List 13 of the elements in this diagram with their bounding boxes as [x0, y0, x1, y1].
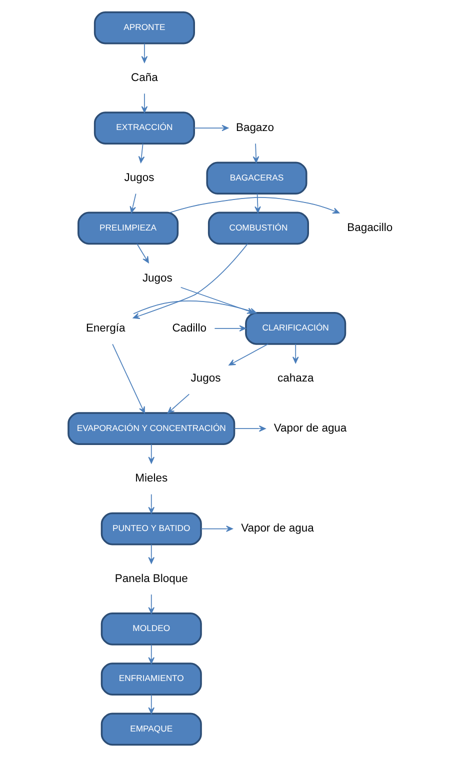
node-text: Jugos [124, 172, 154, 184]
node-text: Caña [130, 72, 158, 84]
node-text: cahaza [277, 372, 314, 384]
node-text: Mieles [134, 472, 168, 485]
node-text: Vapor de agua [240, 522, 314, 535]
node-text: Panela Bloque [114, 572, 188, 585]
node-text: Jugos [142, 272, 172, 284]
node-text: Vapor de agua [273, 422, 346, 435]
node-text: Bagazo [235, 122, 274, 134]
node-text: Bagacillo [346, 222, 392, 234]
node-text: Jugos [190, 372, 220, 384]
node-text: Cadillo [172, 322, 206, 334]
node-text: Energía [85, 322, 125, 334]
